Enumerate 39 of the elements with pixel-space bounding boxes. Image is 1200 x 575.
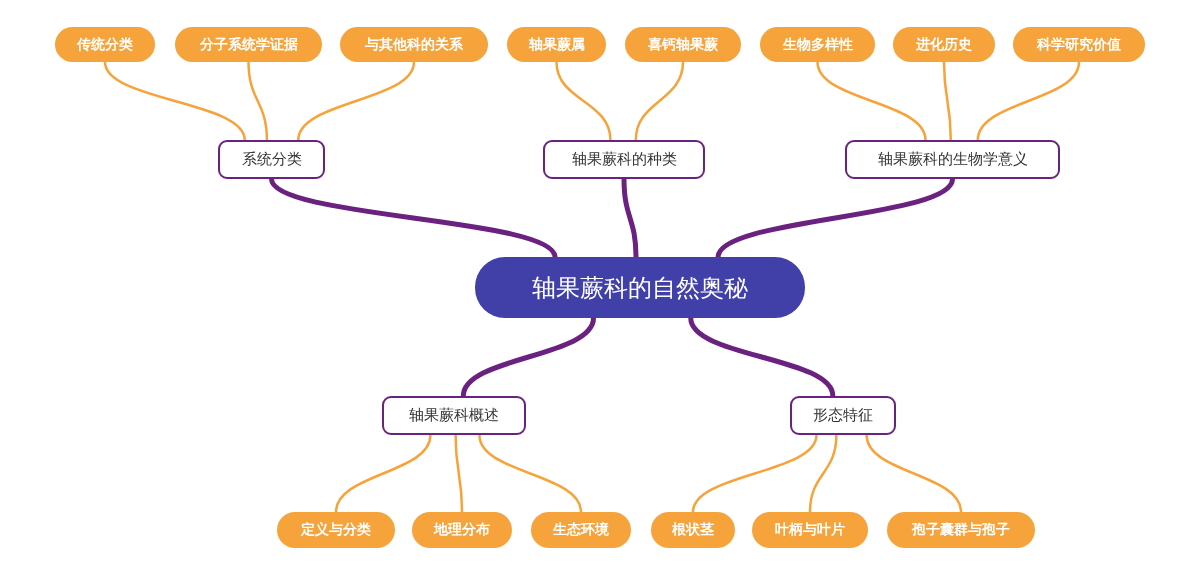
connector-line (634, 60, 685, 142)
topic-box: 系统分类 (218, 140, 325, 179)
subtopic-pill: 生态环境 (531, 512, 631, 548)
connector-line (691, 433, 818, 514)
connector-line (688, 315, 836, 399)
connector-line (454, 433, 464, 514)
subtopic-pill: 科学研究价值 (1013, 27, 1145, 62)
central-topic: 轴果蕨科的自然奥秘 (475, 257, 805, 318)
topic-box: 形态特征 (790, 396, 896, 435)
subtopic-pill: 进化历史 (893, 27, 995, 62)
connector-line (555, 60, 612, 142)
topic-box: 轴果蕨科的种类 (543, 140, 705, 179)
connector-line (297, 60, 416, 142)
subtopic-pill: 根状茎 (651, 512, 735, 548)
subtopic-pill: 地理分布 (412, 512, 512, 548)
topic-box: 轴果蕨科的生物学意义 (845, 140, 1060, 179)
connector-line (269, 176, 558, 260)
subtopic-pill: 孢子囊群与孢子 (887, 512, 1035, 548)
topic-box: 轴果蕨科概述 (382, 396, 526, 435)
connector-line (808, 433, 838, 514)
subtopic-pill: 定义与分类 (277, 512, 395, 548)
connector-line (460, 315, 596, 399)
connector-line (478, 433, 583, 514)
subtopic-pill: 与其他科的关系 (340, 27, 488, 62)
subtopic-pill: 轴果蕨属 (507, 27, 606, 62)
connector-line (865, 433, 963, 514)
connector-line (334, 433, 432, 514)
subtopic-pill: 生物多样性 (760, 27, 875, 62)
subtopic-pill: 叶柄与叶片 (752, 512, 868, 548)
connector-line (942, 60, 953, 142)
subtopic-pill: 喜钙轴果蕨 (625, 27, 741, 62)
connector-line (103, 60, 246, 142)
connector-line (621, 176, 639, 260)
subtopic-pill: 分子系统学证据 (175, 27, 322, 62)
connector-line (715, 176, 955, 260)
subtopic-pill: 传统分类 (55, 27, 155, 62)
connector-line (976, 60, 1081, 142)
connector-line (816, 60, 927, 142)
connector-line (247, 60, 269, 142)
